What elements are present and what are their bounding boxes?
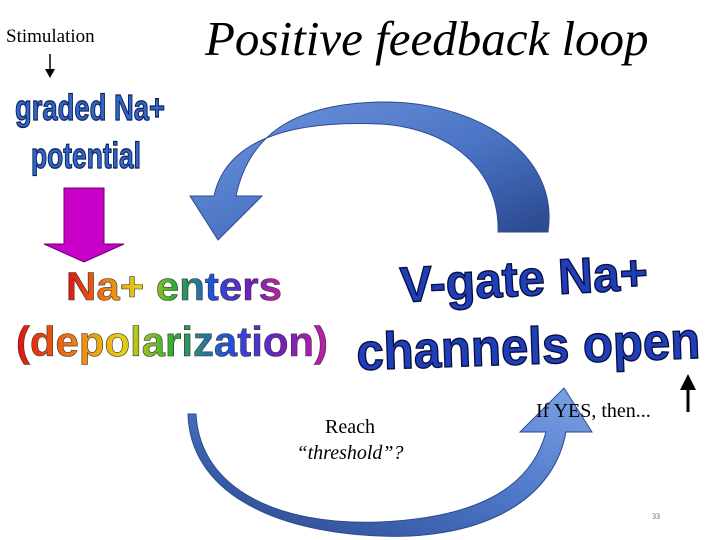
reach-threshold-text: Reach “threshold”? bbox=[285, 414, 415, 466]
reach-line1: Reach bbox=[325, 416, 375, 438]
reach-line2: “threshold”? bbox=[296, 442, 404, 464]
na-enters-text: Na+ enters bbox=[66, 265, 282, 309]
bottom-loop-arrow bbox=[187, 387, 593, 537]
vgate-line2: channels open bbox=[355, 312, 701, 382]
graded-line2: potential bbox=[31, 135, 141, 176]
depolarization-text: (depolarization) bbox=[16, 318, 328, 365]
stimulation-label: Stimulation bbox=[6, 26, 95, 47]
slide-title: Positive feedback loop bbox=[205, 11, 649, 66]
top-loop-arrow bbox=[189, 101, 550, 241]
stimulation-arrow bbox=[45, 54, 55, 78]
graded-line1: graded Na+ bbox=[15, 87, 165, 128]
if-yes-text: If YES, then... bbox=[536, 400, 651, 422]
depolarization-down-arrow bbox=[43, 187, 125, 263]
page-number: 33 bbox=[652, 512, 660, 521]
vgate-line1: V-gate Na+ bbox=[399, 244, 650, 313]
if-yes-up-arrow bbox=[680, 374, 696, 412]
